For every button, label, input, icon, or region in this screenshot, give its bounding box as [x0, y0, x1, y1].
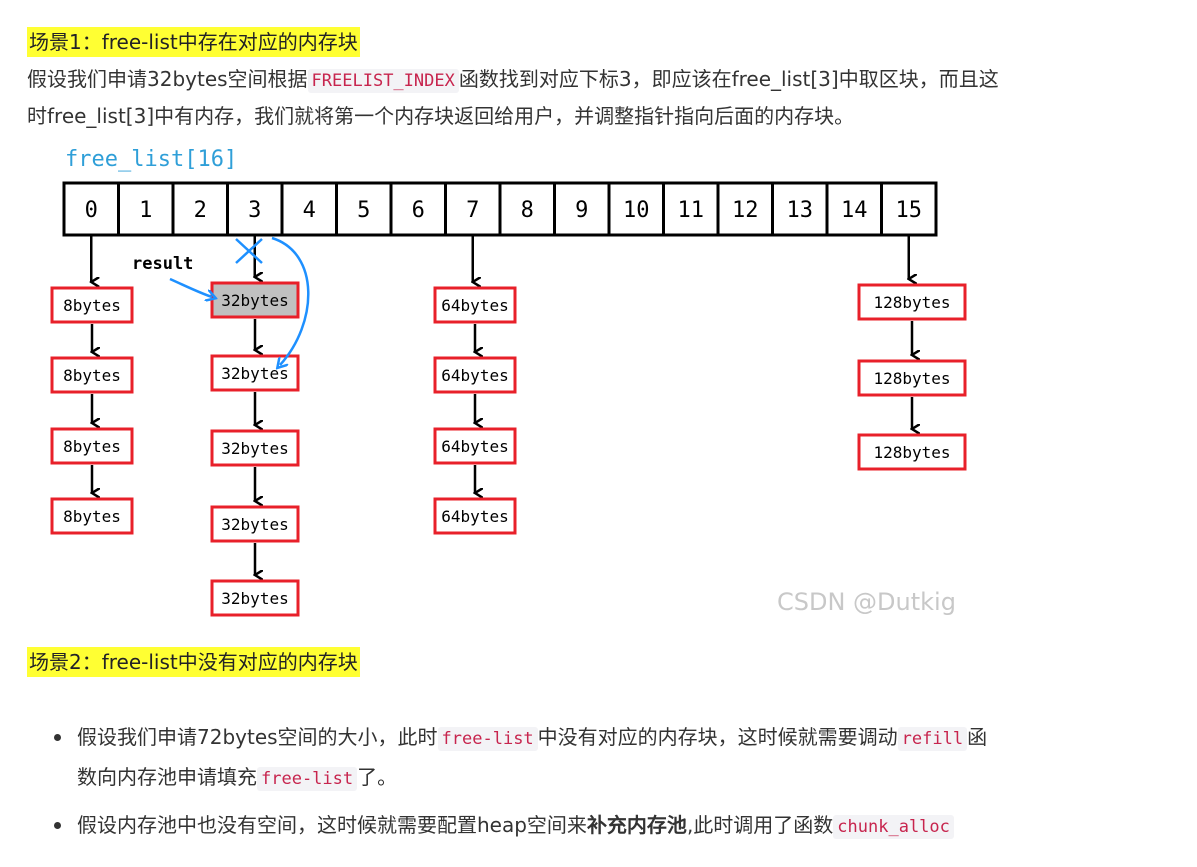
array-index: 0 [85, 198, 98, 223]
freelist-index-code: FREELIST_INDEX [307, 69, 459, 93]
pointer-adjust-arrow [271, 236, 310, 365]
memory-block-label: 64bytes [441, 507, 508, 526]
scenario2-title: 场景2：free-list中没有对应的内存块 [27, 647, 360, 677]
free-list-code: free-list [257, 767, 358, 791]
bullet-bold-text: 补充内存池 [586, 813, 687, 837]
result-label: result [132, 254, 193, 274]
scenario1-title: 场景1：free-list中存在对应的内存块 [27, 27, 360, 57]
memory-block [50, 286, 134, 324]
bullet-text: 了。 [357, 765, 398, 789]
memory-block-label: 8bytes [63, 437, 121, 456]
memory-block-label: 8bytes [63, 296, 121, 315]
array-index: 7 [466, 198, 479, 223]
memory-block-label: 8bytes [63, 507, 121, 526]
memory-block-label: 64bytes [441, 366, 508, 385]
bullet-text: 假设我们申请72bytes空间的大小，此时 [77, 725, 438, 749]
array-index: 4 [303, 198, 316, 223]
array-index: 11 [678, 198, 705, 223]
paragraph-text: 假设我们申请32bytes空间根据 [27, 67, 308, 91]
bullet-dot-icon [54, 734, 61, 741]
memory-block-label: 32bytes [221, 515, 288, 534]
memory-block [857, 283, 967, 321]
free-list-label: free_list[16] [65, 147, 237, 172]
chunk-alloc-code: chunk_alloc [833, 815, 954, 839]
memory-block [857, 433, 967, 471]
memory-block-label: 32bytes [221, 439, 288, 458]
array-index: 3 [248, 198, 261, 223]
memory-block [433, 427, 517, 465]
memory-block [50, 356, 134, 394]
bullet-text: 假设内存池中也没有空间，这时候就需要配置heap空间来 [77, 813, 587, 837]
array-index: 1 [139, 198, 152, 223]
memory-block-label: 64bytes [441, 296, 508, 315]
bullet-item: 假设内存池中也没有空间，这时候就需要配置heap空间来补充内存池,此时调用了函数… [27, 806, 1177, 846]
memory-block-label: 128bytes [873, 443, 950, 462]
free-list-code: free-list [437, 727, 538, 751]
memory-block [210, 429, 300, 467]
memory-block-label: 64bytes [441, 437, 508, 456]
result-arrow [169, 277, 212, 297]
bullet-text: ,此时调用了函数 [686, 813, 834, 837]
array-index: 14 [841, 198, 868, 223]
array-index: 6 [412, 198, 425, 223]
array-index: 13 [787, 198, 814, 223]
memory-block [210, 505, 300, 543]
memory-block [50, 497, 134, 535]
memory-block-label: 8bytes [63, 366, 121, 385]
array-index: 2 [194, 198, 207, 223]
bullet-text: 数向内存池申请填充 [77, 765, 257, 789]
array-index: 12 [732, 198, 759, 223]
memory-block [433, 356, 517, 394]
memory-block [50, 427, 134, 465]
watermark: CSDN @Dutkig [777, 588, 956, 616]
bullet-text: 中没有对应的内存块，这时候就需要调动 [537, 725, 898, 749]
memory-block [433, 497, 517, 535]
memory-block-label: 32bytes [221, 364, 288, 383]
bullet-dot-icon [54, 822, 61, 829]
memory-block-label: 128bytes [873, 369, 950, 388]
array-index: 8 [521, 198, 534, 223]
memory-block [210, 579, 300, 617]
memory-block [433, 286, 517, 324]
paragraph-text: 函数找到对应下标3，即应该在free_list[3]中取区块，而且这 [458, 67, 999, 91]
array-index: 15 [896, 198, 923, 223]
memory-block-label: 128bytes [873, 293, 950, 312]
block-columns: 8bytes 8bytes 8bytes 8bytes 32bytes 32bytes 32… [50, 235, 967, 617]
array-index: 9 [575, 198, 588, 223]
array-index: 5 [357, 198, 370, 223]
bullet-text: 函 [967, 725, 988, 749]
array-index: 10 [623, 198, 650, 223]
memory-block-label: 32bytes [221, 291, 288, 310]
refill-code: refill [897, 727, 968, 751]
cross-mark [235, 238, 263, 264]
memory-block-label: 32bytes [221, 589, 288, 608]
memory-block [857, 359, 967, 397]
paragraph-line2: 时free_list[3]中有内存，我们就将第一个内存块返回给用户，并调整指针指… [27, 104, 855, 128]
